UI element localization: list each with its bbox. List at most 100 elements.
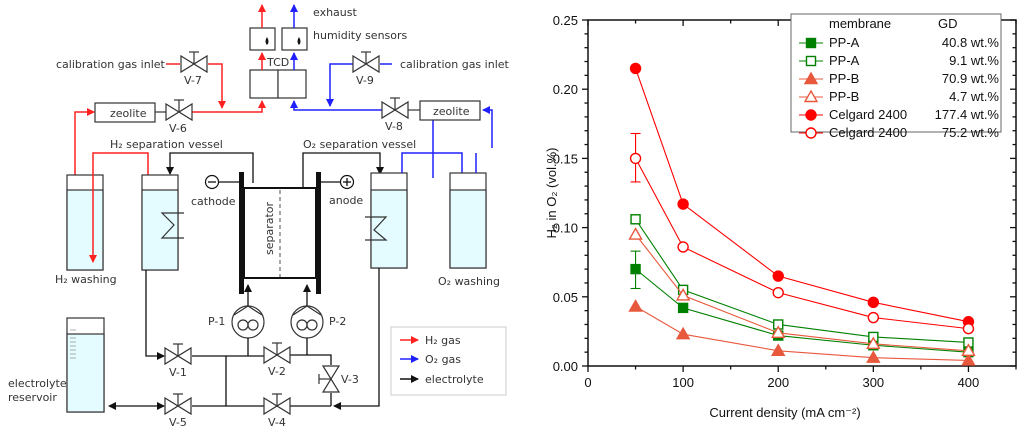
data-point (772, 270, 784, 282)
diagram-legend: H₂ gas O₂ gas electrolyte (390, 326, 507, 396)
valve-v4[interactable]: V-4 (263, 393, 291, 429)
scale-marks (70, 329, 76, 359)
y-tick-label: 0.05 (553, 290, 578, 305)
heat-exchanger-icon (365, 216, 388, 241)
data-point (771, 325, 786, 338)
legend-series-gd: 70.9 wt.% (942, 71, 1000, 86)
o2-separation-vessel (365, 172, 408, 269)
h2-line-washing-zeolite (74, 108, 95, 175)
legend-series-name: PP-A (829, 35, 860, 50)
valve-v9[interactable]: V-9 (352, 51, 380, 87)
heat-exchanger-icon (160, 212, 184, 239)
data-point (961, 343, 976, 356)
h2-line-vessel-washing (89, 152, 149, 263)
series-line (635, 218, 969, 344)
electrolyte-line-o2vessel-return (333, 268, 380, 410)
data-point (866, 336, 881, 350)
valve-v3[interactable]: V-3 (318, 365, 359, 393)
data-point (628, 227, 643, 240)
valve-v7-label: V-7 (184, 74, 202, 87)
data-point (677, 241, 689, 253)
y-tick-label: 0.15 (553, 151, 578, 166)
legend-series-gd: 177.4 wt.% (935, 107, 1000, 122)
series-celgard-2400-filled (629, 62, 975, 328)
x-tick-label: 0 (584, 375, 591, 390)
humidity-sensor-o2 (281, 27, 308, 51)
y-tick-label: 0.25 (553, 13, 578, 28)
legend-header-membrane: membrane (829, 16, 891, 31)
valve-v5-label: V-5 (169, 416, 187, 429)
legend-swatch-marker (805, 55, 817, 67)
series-pp-b-open (628, 227, 976, 356)
legend-series-name: Celgard 2400 (829, 125, 907, 140)
electrolyte-reservoir (66, 317, 105, 413)
series-pp-b-filled (628, 299, 976, 366)
legend-series-name: PP-B (829, 71, 859, 86)
x-tick-label: 200 (767, 375, 789, 390)
x-tick-label: 400 (958, 375, 980, 390)
legend-o2-label: O₂ gas (425, 353, 461, 366)
valve-v6[interactable]: V-6 (165, 99, 193, 135)
o2-line-to-tcd (290, 100, 382, 111)
legend-electrolyte-label: electrolyte (425, 373, 484, 386)
legend-series-gd: 4.7 wt.% (949, 89, 999, 104)
legend-header-gd: GD (938, 16, 958, 31)
data-point (629, 152, 642, 165)
electrolyte-line-h2vessel-v1 (145, 270, 165, 360)
pump-p2[interactable]: P-2 (290, 284, 346, 339)
data-point (961, 353, 976, 366)
legend-swatch-marker (805, 109, 817, 121)
data-point (867, 296, 880, 309)
y-tick-label: 0.20 (553, 82, 578, 97)
valve-v2[interactable]: V-2 (263, 342, 291, 378)
valve-v1-label: V-1 (169, 366, 187, 379)
zeolite-o2-label: zeolite (433, 105, 470, 118)
electrolyte-pipe (307, 354, 332, 365)
h2-separation-vessel (141, 174, 184, 271)
humidity-sensor-h2 (249, 27, 276, 51)
valve-v2-label: V-2 (268, 365, 286, 378)
h2-line-to-tcd (192, 100, 266, 113)
anode-label: anode (329, 194, 363, 207)
legend-series-gd: 9.1 wt.% (949, 53, 999, 68)
valve-v7[interactable]: V-7 (180, 51, 208, 87)
o2-line-washing-zeolite (482, 106, 493, 148)
electrolyte-line-cell-h2vessel (166, 152, 254, 183)
exhaust-label: exhaust (313, 6, 357, 19)
valve-v4-label: V-4 (268, 416, 286, 429)
droplet-icon (297, 37, 301, 45)
legend-series-name: PP-A (829, 53, 860, 68)
valve-v9-label: V-9 (356, 74, 374, 87)
h2-in-o2-chart: 0.00 0.05 0.10 0.15 0.20 0.25 0 100 200 … (544, 13, 1017, 420)
electrolysis-cell[interactable]: separator (239, 172, 321, 294)
y-axis-label: H₂ in O₂ (vol.%) (544, 148, 559, 239)
reservoir-label-line2: reservoir (8, 391, 57, 404)
valve-v3-label: V-3 (341, 373, 359, 386)
chart-series (628, 62, 976, 366)
humidity-sensors-label: humidity sensors (313, 29, 408, 42)
legend-swatch-marker (803, 89, 819, 103)
valve-v1[interactable]: V-1 (164, 343, 192, 379)
valve-v8[interactable]: V-8 (381, 97, 409, 133)
pump-p1-label: P-1 (208, 315, 225, 328)
tcd-label: TCD (266, 56, 289, 69)
legend-h2-label: H₂ gas (425, 334, 461, 347)
series-celgard-2400-open (629, 132, 975, 335)
valve-v5[interactable]: V-5 (164, 393, 192, 429)
valve-v8-label: V-8 (385, 120, 403, 133)
data-point (675, 326, 691, 340)
legend-series-name: PP-B (829, 89, 859, 104)
droplet-icon (265, 37, 269, 45)
x-tick-label: 100 (672, 375, 694, 390)
x-tick-labels: 0 100 200 300 400 (584, 375, 979, 390)
data-point (867, 311, 880, 324)
series-pp-a-filled (630, 250, 974, 358)
legend-series-gd: 40.8 wt.% (942, 35, 1000, 50)
electrolyte-pipe (290, 338, 308, 356)
legend-swatch-marker (805, 37, 817, 49)
h2-washing-bottle (66, 174, 104, 271)
o2-washing-label: O₂ washing (438, 275, 500, 288)
pump-p1[interactable]: P-1 (208, 284, 265, 339)
h2-separation-vessel-label: H₂ separation vessel (110, 138, 223, 151)
tcd: TCD (249, 56, 307, 99)
